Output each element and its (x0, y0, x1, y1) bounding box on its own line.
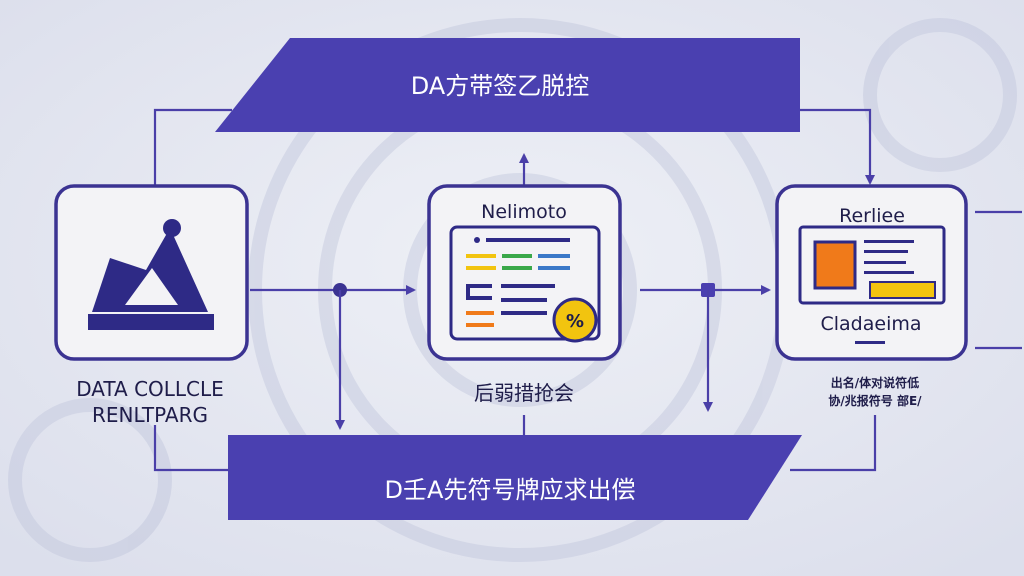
top-banner: DA方带签乙脱控 (215, 38, 800, 132)
node-data-collection[interactable]: DATA COLLCLE RENLTPARG (54, 184, 249, 427)
node-label-line1: DATA COLLCLE (76, 377, 224, 401)
badge-text: % (566, 311, 584, 332)
node-report[interactable]: Rerliee Cladaeima 出名/体对说符低 协/兆报符号 部E/ (775, 184, 968, 408)
node-label-line2: 协/兆报符号 部E/ (828, 393, 922, 408)
bottom-banner: D壬A先符号牌应求出偿 (228, 435, 802, 520)
node-subtitle: Cladaeima (820, 313, 921, 335)
badge-icon: % (552, 297, 598, 343)
node-label-line1: 出名/体对说符低 (831, 375, 919, 390)
divider (855, 341, 885, 344)
node-processing[interactable]: Nelimoto % 后弱措抢会 (427, 184, 622, 405)
report-card-icon (798, 225, 946, 305)
connectors (153, 108, 1022, 472)
top-banner-label: DA方带签乙脱控 (411, 72, 589, 100)
bottom-banner-label: D壬A先符号牌应求出偿 (385, 476, 636, 504)
node-title: Nelimoto (481, 201, 567, 223)
mountain-chart-icon (88, 219, 214, 330)
node-title: Rerliee (839, 205, 905, 227)
document-list-icon (449, 225, 601, 341)
node-label-line2: RENLTPARG (92, 403, 208, 427)
node-label-line1: 后弱措抢会 (474, 381, 574, 405)
